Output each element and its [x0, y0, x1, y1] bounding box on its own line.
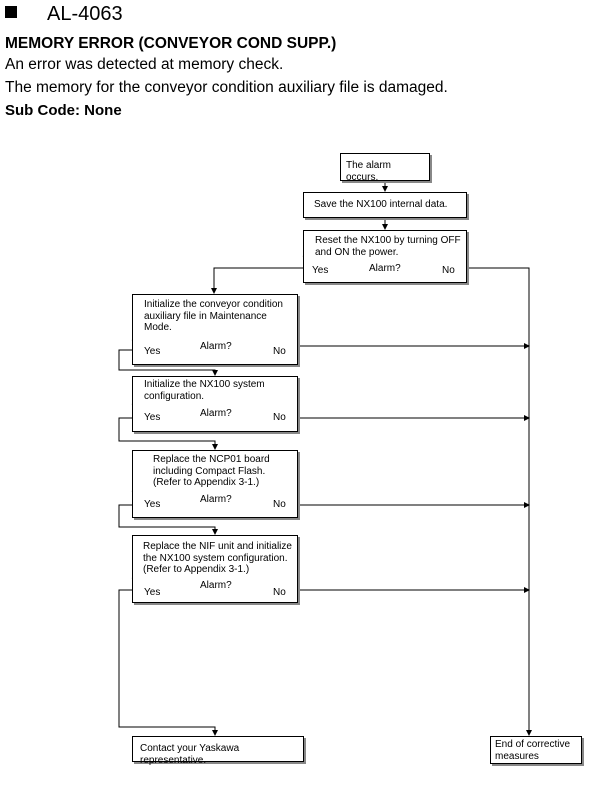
alarm-code-heading: AL-4063 — [5, 3, 123, 26]
decision-1-label: Alarm? — [369, 263, 401, 274]
decision-3-yes: Yes — [144, 412, 161, 423]
decision-3-no: No — [273, 412, 286, 423]
alarm-title: MEMORY ERROR (CONVEYOR COND SUPP.) — [5, 35, 337, 52]
decision-5-label: Alarm? — [200, 580, 232, 591]
init-system-box: Initialize the NX100 system configuratio… — [132, 376, 298, 432]
alarm-description-2: The memory for the conveyor condition au… — [5, 79, 448, 96]
decision-4-no: No — [273, 499, 286, 510]
alarm-description-1: An error was detected at memory check. — [5, 56, 284, 73]
contact-box: Contact your Yaskawa representative. — [132, 736, 304, 766]
square-bullet-icon — [5, 6, 17, 18]
decision-2-yes: Yes — [144, 346, 161, 357]
init-conveyor-box: Initialize the conveyor condition auxili… — [132, 294, 298, 365]
decision-2-label: Alarm? — [200, 341, 232, 352]
start-box: The alarm occurs. — [340, 153, 430, 183]
replace-ncp01-box: Replace the NCP01 board including Compac… — [132, 450, 298, 518]
replace-nif-box: Replace the NIF unit and initialize the … — [132, 535, 298, 603]
alarm-code: AL-4063 — [47, 3, 123, 25]
decision-2-no: No — [273, 346, 286, 357]
decision-1-yes: Yes — [312, 265, 329, 276]
end-box: End of corrective measures — [490, 736, 582, 764]
reset-power-box: Reset the NX100 by turning OFF and ON th… — [303, 230, 467, 283]
decision-4-label: Alarm? — [200, 494, 232, 505]
decision-4-yes: Yes — [144, 499, 161, 510]
decision-1-no: No — [442, 265, 455, 276]
sub-code: Sub Code: None — [5, 102, 122, 119]
save-data-box: Save the NX100 internal data. — [303, 192, 467, 218]
decision-5-yes: Yes — [144, 587, 161, 598]
decision-3-label: Alarm? — [200, 408, 232, 419]
decision-5-no: No — [273, 587, 286, 598]
